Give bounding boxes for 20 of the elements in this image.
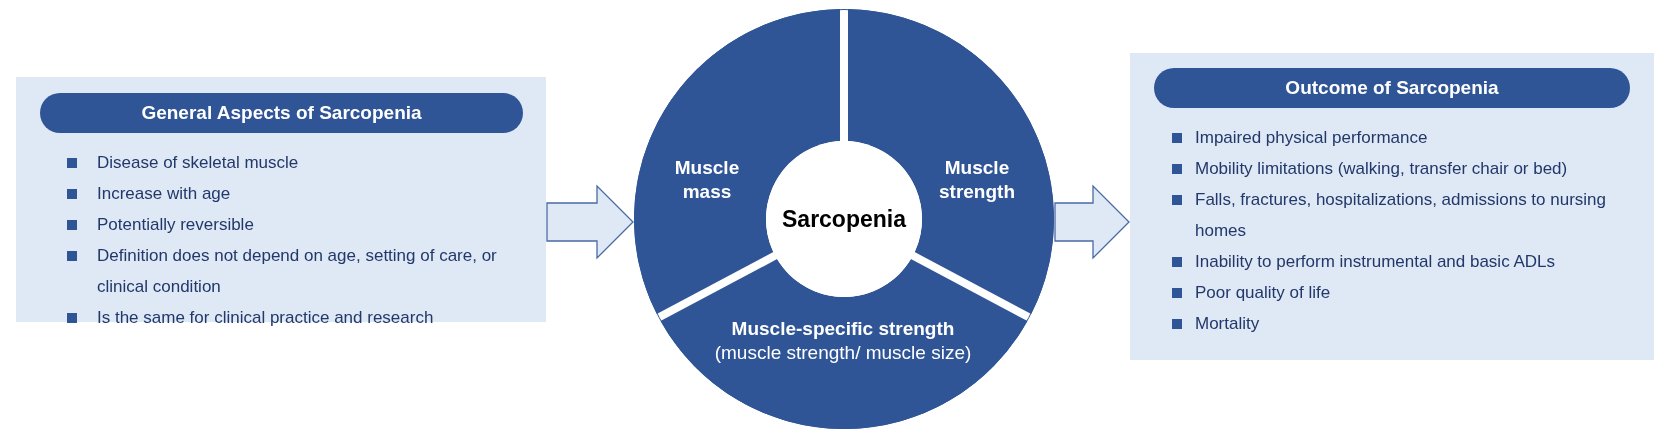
segment-label: Muscle-specific strength — [731, 317, 955, 341]
segment-label: (muscle strength/ muscle size) — [714, 341, 972, 365]
info-panel — [1130, 53, 1654, 360]
list-item: Poor quality of life — [1195, 282, 1332, 304]
list-item: Mortality — [1195, 313, 1261, 335]
segment-label: Muscle strength — [938, 156, 1016, 204]
list-item: Definition does not depend on age, setting of care, or clinical condition — [97, 245, 498, 298]
list-item: Increase with age — [97, 183, 232, 205]
block-arrow — [546, 184, 634, 260]
heading-pill: Outcome of Sarcopenia — [1154, 68, 1630, 108]
list-item: Impaired physical performance — [1195, 127, 1429, 149]
list-item: Potentially reversible — [97, 214, 255, 236]
heading-pill: General Aspects of Sarcopenia — [40, 93, 523, 133]
list-item: Is the same for clinical practice and research — [97, 307, 435, 329]
list-item: Falls, fractures, hospitalizations, admissions to nursing homes — [1195, 189, 1607, 242]
list-item: Mobility limitations (walking, transfer chair or bed) — [1195, 158, 1569, 180]
segment-label: Muscle mass — [673, 156, 741, 204]
block-arrow — [1054, 184, 1130, 260]
list-item: Inability to perform instrumental and basic ADLs — [1195, 251, 1556, 273]
list-item: Disease of skeletal muscle — [97, 152, 300, 174]
